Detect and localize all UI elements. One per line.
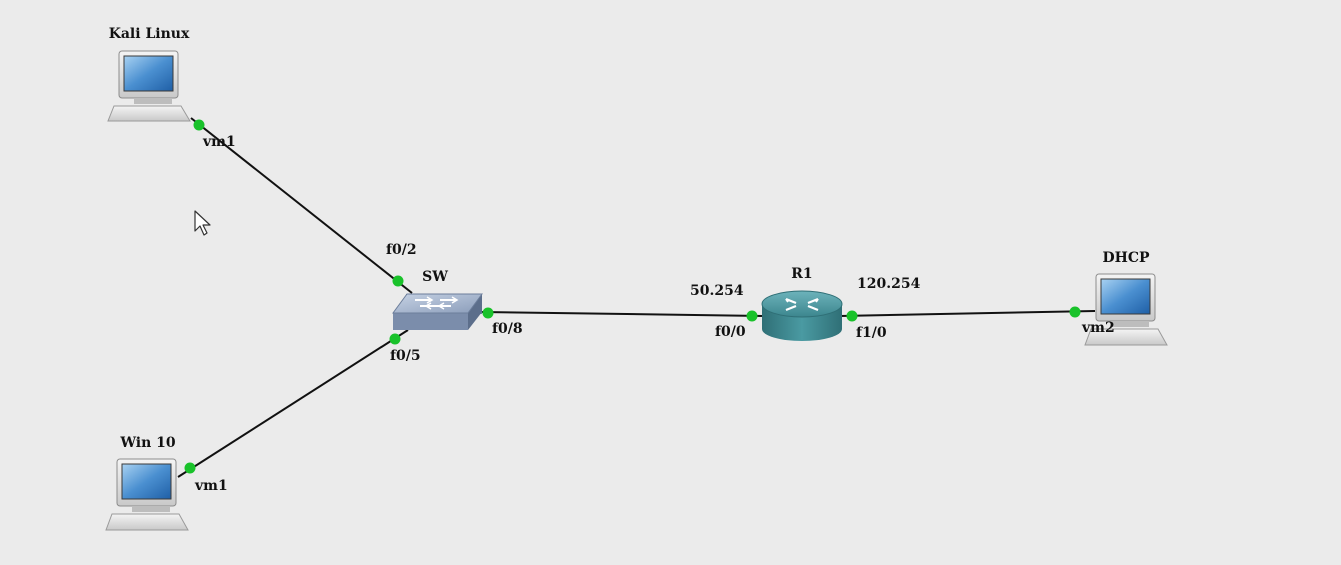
mouse-pointer-icon [194, 210, 211, 236]
link-r1-dhcp[interactable] [839, 310, 1096, 317]
port-up-indicator[interactable] [1069, 306, 1081, 318]
computer-icon [107, 50, 191, 122]
port-up-indicator[interactable] [482, 307, 494, 319]
switch-icon [392, 293, 483, 330]
node-label-win10: Win 10 [119, 435, 176, 451]
port-up-indicator[interactable] [846, 310, 858, 322]
node-router-r1[interactable]: R1 [761, 266, 843, 341]
port-up-indicator[interactable] [392, 275, 404, 287]
port-label-win10-vm1: vm1 [194, 478, 228, 494]
port-up-indicator[interactable] [389, 333, 401, 345]
port-up-indicator[interactable] [193, 119, 205, 131]
port-label-r1-f1-0: f1/0 [856, 325, 887, 341]
node-switch-sw[interactable]: SW [392, 269, 483, 330]
node-label-r1: R1 [791, 266, 812, 282]
port-label-kali-vm1: vm1 [202, 134, 236, 150]
ip-annotations: 50.254 120.254 [690, 276, 921, 299]
port-label-sw-f0-5: f0/5 [390, 348, 421, 364]
port-label-dhcp-vm2: vm2 [1081, 320, 1115, 336]
port-up-indicator[interactable] [746, 310, 758, 322]
port-up-indicator[interactable] [184, 462, 196, 474]
node-kali-linux[interactable]: Kali Linux [107, 26, 191, 122]
node-label-dhcp: DHCP [1102, 250, 1150, 266]
port-label-sw-f0-2: f0/2 [386, 242, 417, 258]
router-icon [761, 290, 843, 341]
port-label-r1-f0-0: f0/0 [715, 324, 746, 340]
computer-icon [105, 458, 189, 531]
node-label-sw: SW [422, 269, 448, 285]
link-sw-r1[interactable] [481, 311, 765, 317]
port-labels: vm1 f0/2 vm1 f0/5 f0/8 f0/0 f1/0 vm2 [194, 134, 1115, 494]
link-win10-sw[interactable] [177, 329, 409, 478]
node-label-kali-linux: Kali Linux [109, 26, 190, 42]
node-dhcp[interactable]: DHCP [1084, 250, 1168, 346]
link-kali-sw[interactable] [190, 117, 413, 294]
node-win10[interactable]: Win 10 [105, 435, 189, 531]
port-indicators [184, 119, 1081, 474]
port-label-sw-f0-8: f0/8 [492, 321, 523, 337]
ip-annotation-f0-0: 50.254 [690, 283, 744, 299]
links [177, 117, 1096, 478]
ip-annotation-f1-0: 120.254 [857, 276, 921, 292]
computer-icon [1084, 273, 1168, 346]
